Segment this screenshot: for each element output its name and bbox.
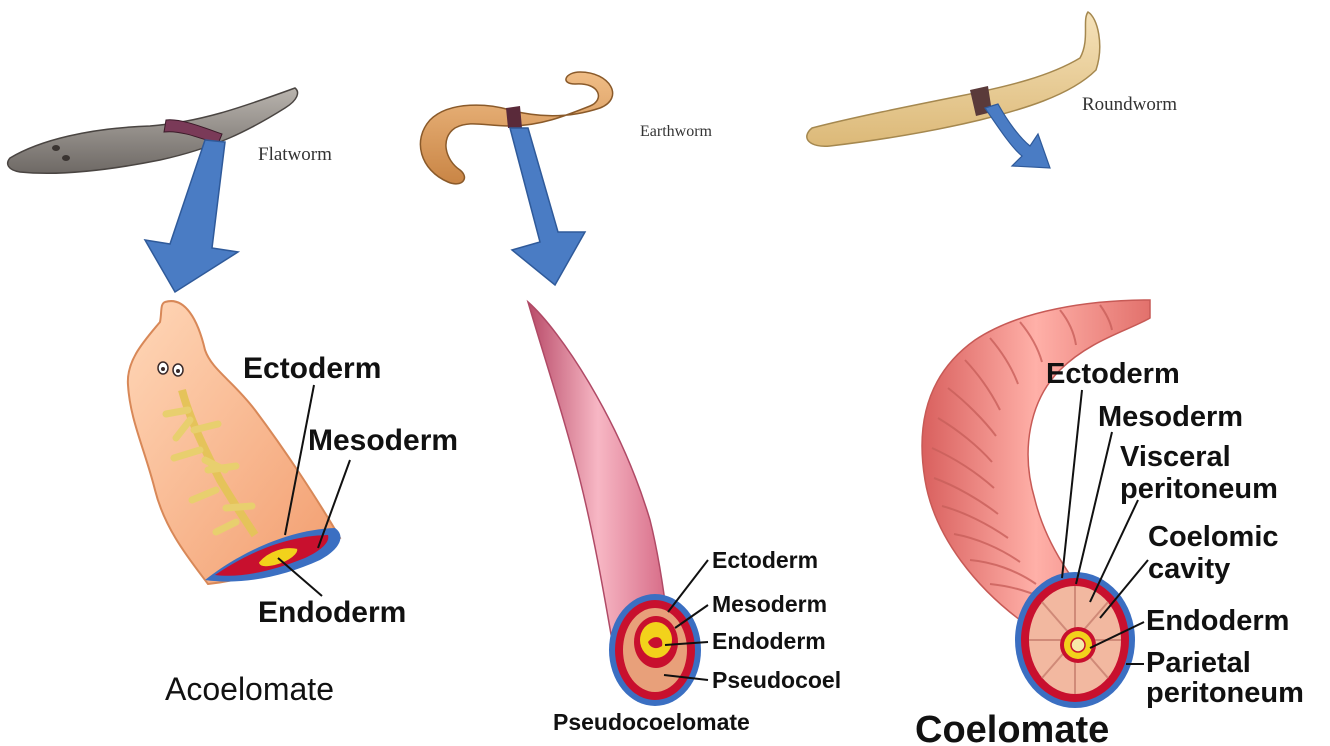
acoelomate-title: Acoelomate	[165, 671, 334, 707]
pseudocoelomate-title: Pseudocoelomate	[553, 709, 750, 735]
pseudocoelomate-illustration	[528, 302, 701, 706]
flatworm-label: Flatworm	[258, 144, 332, 165]
pseudo-mesoderm-label: Mesoderm	[712, 591, 827, 617]
coel-parietal-label-1: Parietal	[1146, 647, 1251, 679]
coelomate-title: Coelomate	[915, 709, 1109, 746]
pseudo-endoderm-label: Endoderm	[712, 628, 826, 654]
coel-visceral-label-1: Visceral	[1120, 441, 1231, 473]
flatworm-arrow	[145, 140, 238, 292]
roundworm-illustration	[807, 12, 1100, 146]
flatworm-illustration	[8, 88, 298, 173]
acoel-mesoderm-label: Mesoderm	[308, 424, 458, 457]
roundworm-label: Roundworm	[1082, 94, 1177, 115]
acoel-endoderm-label: Endoderm	[258, 596, 406, 629]
coel-ectoderm-label: Ectoderm	[1046, 358, 1180, 390]
pseudo-ectoderm-label: Ectoderm	[712, 547, 818, 573]
coel-mesoderm-leader	[1076, 432, 1112, 584]
earthworm-arrow	[510, 128, 585, 285]
pseudo-ectoderm-leader	[668, 560, 708, 612]
roundworm-arrow	[985, 104, 1050, 168]
coel-mesoderm-label: Mesoderm	[1098, 401, 1243, 433]
pseudo-pseudocoel-label: Pseudocoel	[712, 667, 841, 693]
coel-ectoderm-leader	[1062, 390, 1082, 578]
acoel-ectoderm-label: Ectoderm	[243, 352, 381, 385]
earthworm-label: Earthworm	[640, 123, 713, 140]
coel-visceral-leader	[1090, 500, 1138, 602]
coel-coelomic-label-2: cavity	[1148, 553, 1230, 585]
coel-endoderm-label: Endoderm	[1146, 605, 1289, 637]
coel-parietal-label-2: peritoneum	[1146, 677, 1304, 709]
coel-visceral-label-2: peritoneum	[1120, 473, 1278, 505]
coel-coelomic-label-1: Coelomic	[1148, 521, 1279, 553]
